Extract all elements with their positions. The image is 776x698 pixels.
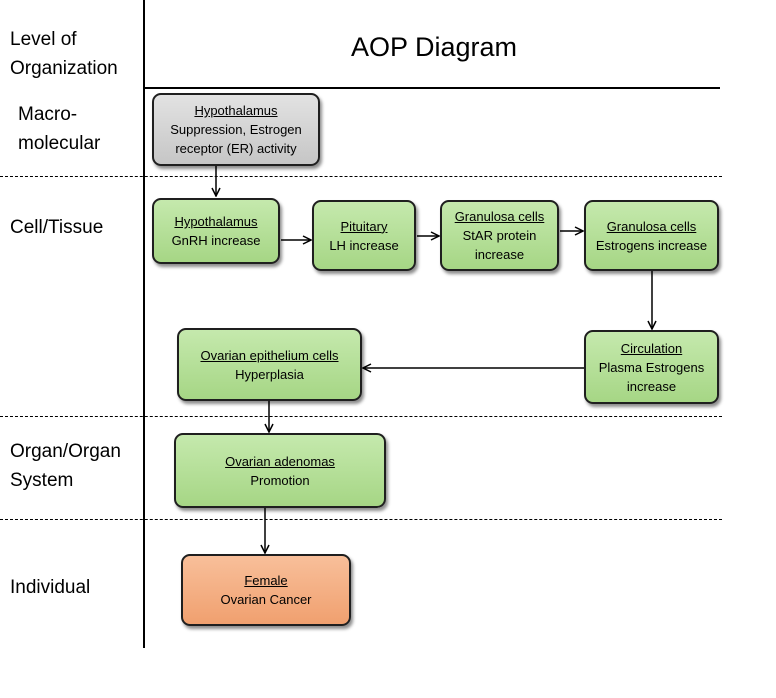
node-title: Ovarian epithelium cells bbox=[200, 347, 339, 363]
node-text: Promotion bbox=[250, 472, 310, 488]
node-text: Estrogens increase bbox=[595, 237, 708, 253]
node-text: Suppression, Estrogen bbox=[170, 122, 302, 137]
level-name-line: Cell/Tissue bbox=[10, 217, 104, 238]
node-title: Ovarian adenomas bbox=[225, 453, 335, 469]
node-granulosa-estrogens[interactable]: Granulosa cells Estrogens increase bbox=[584, 200, 719, 271]
node-text: GnRH increase bbox=[171, 233, 261, 248]
node-text: Plasma Estrogens bbox=[598, 359, 705, 375]
level-name-line: System bbox=[10, 470, 74, 491]
level-cell-tissue: Cell/Tissue bbox=[10, 213, 103, 242]
node-title: Hypothalamus bbox=[194, 103, 278, 118]
header-divider bbox=[145, 87, 720, 89]
node-text: Hyperplasia bbox=[235, 366, 304, 382]
node-female-ovarian-cancer[interactable]: Female Ovarian Cancer bbox=[181, 554, 351, 626]
node-text: increase bbox=[474, 247, 525, 262]
level-name-line: Macro- bbox=[18, 104, 78, 125]
level-of-organization-label: Level of Organization bbox=[10, 25, 118, 83]
level-name-line: Organ/Organ bbox=[10, 441, 121, 462]
node-hypothalamus-er[interactable]: Hypothalamus Suppression, Estrogen recep… bbox=[152, 93, 320, 166]
level-divider-3 bbox=[0, 519, 722, 520]
node-title: Granulosa cells bbox=[454, 209, 545, 224]
node-title: Female bbox=[244, 573, 288, 588]
level-name-line: Individual bbox=[10, 577, 91, 598]
column-divider bbox=[143, 0, 145, 648]
node-circulation[interactable]: Circulation Plasma Estrogens increase bbox=[584, 330, 719, 404]
level-label-line-2: Organization bbox=[10, 58, 118, 79]
node-granulosa-star[interactable]: Granulosa cells StAR protein increase bbox=[440, 200, 559, 271]
level-organ-system: Organ/Organ System bbox=[10, 437, 121, 495]
node-text: increase bbox=[626, 378, 677, 394]
level-label-line-1: Level of bbox=[10, 29, 77, 50]
node-ovarian-adenomas[interactable]: Ovarian adenomas Promotion bbox=[174, 433, 386, 508]
node-text: LH increase bbox=[329, 237, 399, 253]
node-text: Ovarian Cancer bbox=[220, 592, 312, 607]
node-title: Hypothalamus bbox=[174, 214, 258, 229]
node-text: receptor (ER) activity bbox=[175, 141, 297, 156]
diagram-title: AOP Diagram bbox=[350, 32, 518, 62]
node-title: Granulosa cells bbox=[606, 218, 697, 234]
node-title: Pituitary bbox=[340, 218, 388, 234]
level-divider-1 bbox=[0, 176, 722, 177]
level-individual: Individual bbox=[10, 573, 90, 602]
level-divider-2 bbox=[0, 416, 722, 417]
node-pituitary-lh[interactable]: Pituitary LH increase bbox=[312, 200, 416, 271]
node-hypothalamus-gnrh[interactable]: Hypothalamus GnRH increase bbox=[152, 198, 280, 264]
level-name-line: molecular bbox=[18, 133, 101, 154]
node-ovarian-epithelium[interactable]: Ovarian epithelium cells Hyperplasia bbox=[177, 328, 362, 401]
node-title: Circulation bbox=[620, 340, 683, 356]
node-text: StAR protein bbox=[462, 228, 537, 243]
level-macromolecular: Macro- molecular bbox=[18, 100, 100, 158]
